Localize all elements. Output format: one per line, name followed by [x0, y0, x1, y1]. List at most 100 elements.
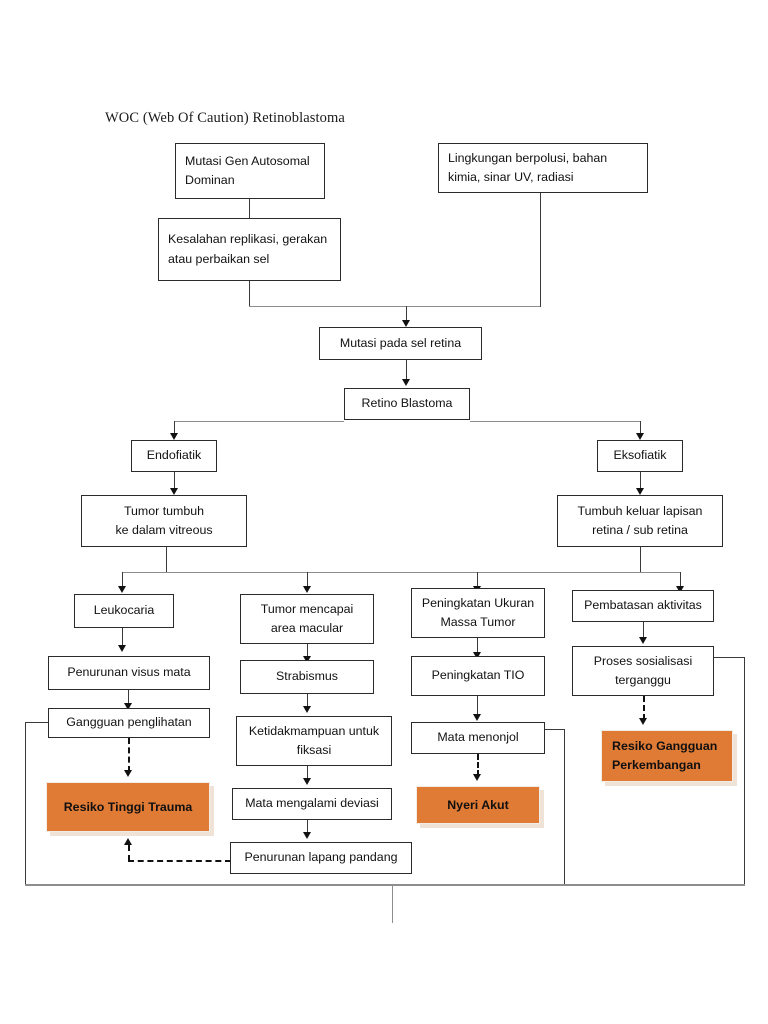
node-label: Penurunan visus mata — [67, 665, 191, 680]
node-label: Retino Blastoma — [361, 396, 453, 411]
connector-feedback-stub — [128, 845, 130, 861]
connector-pembatasan-down — [643, 622, 645, 639]
connector-endofiatik-down — [174, 472, 176, 490]
connector-rail-to-leukocaria — [122, 572, 124, 588]
arrow-to-eksofiatik — [636, 433, 644, 440]
connector-four-way-rail — [122, 572, 680, 574]
arrow-to-gangguan-penglihatan — [124, 703, 132, 710]
connector-dashed-to-nyeri-akut — [477, 754, 479, 776]
arrow-to-tumor-macular — [303, 586, 311, 593]
connector-menonjol-right — [545, 729, 565, 731]
connector-rb-to-endofiatik — [174, 421, 176, 435]
arrow-to-strabismus — [303, 656, 311, 663]
connector-keluar-down — [640, 547, 642, 573]
connector-rail-to-tumor-macular — [307, 572, 309, 588]
connector-lingkungan-down — [540, 193, 542, 307]
connector-bottom-stub — [392, 884, 394, 923]
connector-visus-down — [128, 690, 130, 705]
node-pembatasan-aktivitas: Pembatasan aktivitas — [572, 590, 714, 622]
connector-rb-left-rail — [174, 421, 344, 423]
connector-right-outer-entry — [714, 657, 745, 659]
node-label: Penurunan lapang pandang — [244, 850, 398, 865]
connector-feedback-dashed-rail — [128, 860, 231, 862]
node-leukocaria: Leukocaria — [74, 594, 174, 628]
connector-macular-down — [307, 644, 309, 658]
arrow-to-ketidakmampuan — [303, 706, 311, 713]
arrow-to-mata-deviasi — [303, 778, 311, 785]
connector-left-outer-rail — [25, 722, 27, 885]
node-label: Pembatasan aktivitas — [584, 598, 702, 613]
node-label: Eksofiatik — [613, 448, 667, 463]
node-label: Mata mengalami deviasi — [245, 796, 379, 811]
connector-rail-to-mutasi-retina — [406, 306, 408, 322]
connector-vitreous-down — [166, 547, 168, 573]
arrow-to-tumor-vitreous — [170, 488, 178, 495]
page-title: WOC (Web Of Caution) Retinoblastoma — [105, 110, 345, 126]
connector-bottom-rail — [25, 884, 745, 886]
arrow-to-endofiatik — [170, 433, 178, 440]
arrow-to-mata-menonjol — [473, 714, 481, 721]
node-retino-blastoma: Retino Blastoma — [344, 388, 470, 420]
connector-deviasi-down — [307, 820, 309, 834]
connector-dashed-to-resiko-perkembangan — [643, 696, 645, 720]
node-penurunan-lapang-pandang: Penurunan lapang pandang — [230, 842, 412, 874]
connector-eksofiatik-down — [640, 472, 642, 490]
node-label: Peningkatan TIO — [431, 668, 525, 683]
arrow-to-peningkatan-tio — [473, 652, 481, 659]
node-gangguan-penglihatan: Gangguan penglihatan — [48, 708, 210, 738]
node-label: Strabismus — [276, 669, 338, 684]
node-mata-mengalami-deviasi: Mata mengalami deviasi — [232, 788, 392, 820]
diagnosis-nyeri-akut: Nyeri Akut — [416, 786, 540, 824]
arrow-to-resiko-perkembangan — [639, 718, 647, 725]
connector-leukocaria-down — [122, 628, 124, 647]
node-penurunan-visus-mata: Penurunan visus mata — [48, 656, 210, 690]
node-strabismus: Strabismus — [240, 660, 374, 694]
connector-merge-rail — [249, 306, 541, 308]
node-label: Mata menonjol — [437, 730, 519, 745]
connector-mutasi-retina-to-rb — [406, 360, 408, 381]
node-label: Leukocaria — [93, 603, 155, 618]
connector-mutasi-to-kesalahan — [249, 199, 251, 218]
node-endofiatik: Endofiatik — [131, 440, 217, 472]
node-eksofiatik: Eksofiatik — [597, 440, 683, 472]
connector-rail-to-peningkatan-massa — [477, 572, 479, 588]
node-peningkatan-tio: Peningkatan TIO — [411, 656, 545, 696]
connector-massa-down — [477, 638, 479, 654]
connector-strabismus-down — [307, 694, 309, 708]
arrow-up-to-resiko-trauma — [124, 838, 132, 845]
connector-ketidakmampuan-down — [307, 766, 309, 780]
node-label: Endofiatik — [146, 448, 202, 463]
arrow-to-penurunan-visus — [118, 645, 126, 652]
diagnosis-label: Resiko Tinggi Trauma — [63, 799, 193, 814]
node-mata-menonjol: Mata menonjol — [411, 722, 545, 754]
node-label: Mutasi pada sel retina — [339, 335, 462, 350]
arrow-to-tumbuh-keluar — [636, 488, 644, 495]
node-label: Gangguan penglihatan — [66, 715, 192, 730]
arrow-to-proses-sosialisasi — [639, 637, 647, 644]
connector-rb-right-rail — [470, 421, 641, 423]
connector-menonjol-down-rail — [564, 729, 566, 885]
diagnosis-resiko-tinggi-trauma: Resiko Tinggi Trauma — [46, 782, 210, 832]
connector-rb-to-eksofiatik — [640, 421, 642, 435]
arrow-to-nyeri-akut — [473, 774, 481, 781]
diagnosis-label: Nyeri Akut — [447, 797, 509, 812]
connector-right-outer-rail — [744, 657, 746, 885]
